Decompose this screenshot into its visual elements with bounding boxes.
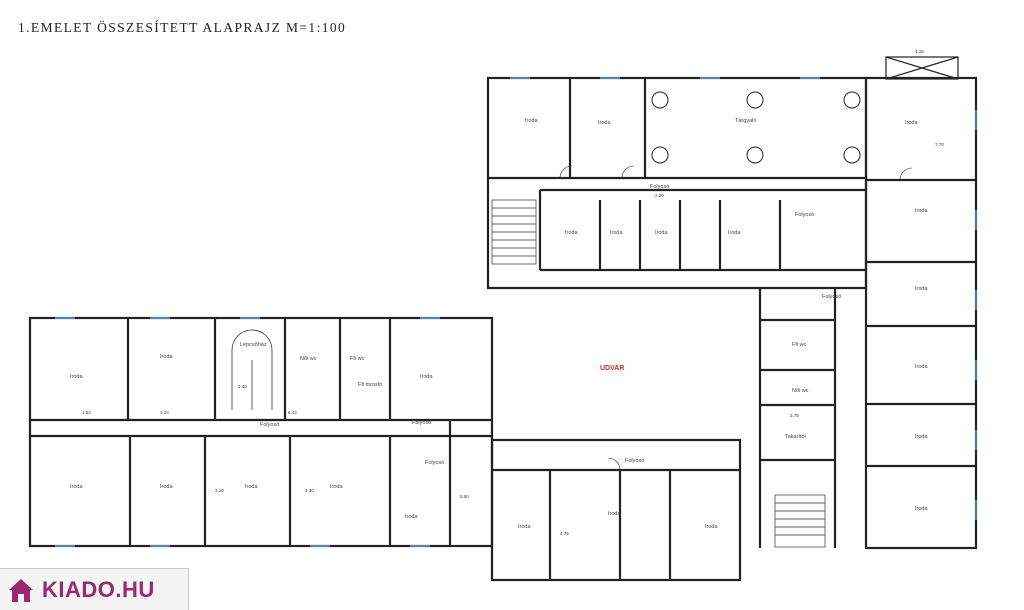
top-wing-outline [486, 76, 868, 290]
staircase-spiral [231, 329, 273, 410]
logo-text: KIADO.HU [42, 576, 155, 602]
windows [55, 77, 977, 547]
room-label: Tárgyaló [735, 118, 756, 124]
courtyard-label: UDVAR [600, 365, 624, 372]
entrance-bay [885, 56, 959, 80]
room-label: Folyosó [822, 294, 841, 300]
door-swings [559, 165, 913, 471]
room-label: Iroda [518, 524, 531, 530]
room-label: Iroda [915, 434, 928, 440]
dimension: 7.70 [935, 142, 944, 147]
room-label: Folyosó [260, 422, 279, 428]
dimension: 3.23 [160, 410, 169, 415]
room-label: Iroda [728, 230, 741, 236]
bottom-block-outline [490, 438, 742, 582]
room-label: Iroda [565, 230, 578, 236]
room-label: Folyosó [625, 458, 644, 464]
room-label: Folyosó [412, 420, 431, 426]
dimension: 6.43 [288, 410, 297, 415]
room-label: Takarítói [785, 434, 806, 440]
dimension: 2.20 [655, 193, 664, 198]
dimension: 3.75 [790, 413, 799, 418]
columns [651, 91, 861, 164]
room-label: Iroda [915, 208, 928, 214]
room-label: Iroda [915, 506, 928, 512]
room-label: Iroda [70, 374, 83, 380]
room-label: Iroda [608, 511, 621, 517]
room-label: Ffi wc [792, 342, 807, 348]
dimension: 4.75 [560, 531, 569, 536]
staircase-top [491, 199, 537, 265]
right-wing-outline [864, 76, 978, 550]
dimension: 3.10 [215, 488, 224, 493]
room-label: Iroda [705, 524, 718, 530]
room-label: Női wc [300, 356, 317, 362]
room-label: Iroda [610, 230, 623, 236]
room-label: Női wc [792, 388, 809, 394]
dimension: 5.50 [460, 494, 469, 499]
room-label: Iroda [160, 484, 173, 490]
room-label: Iroda [160, 354, 173, 360]
room-label: Folyosó [795, 212, 814, 218]
room-label: Iroda [330, 484, 343, 490]
room-label: Iroda [70, 484, 83, 490]
room-label: Folyosó [425, 460, 444, 466]
dimension: 1.54 [82, 410, 91, 415]
room-label: Iroda [405, 514, 418, 520]
room-label: Iroda [905, 120, 918, 126]
room-label: Iroda [915, 286, 928, 292]
plan-title: 1.EMELET ÖSSZESÍTETT ALAPRAJZ M=1:100 [18, 20, 347, 35]
room-label: Lépcsőház [240, 342, 267, 348]
room-label: Iroda [525, 118, 538, 124]
dimension: 1.40 [238, 384, 247, 389]
staircase-bottom [774, 494, 826, 548]
dimension: 3.30 [305, 488, 314, 493]
room-label: Iroda [655, 230, 668, 236]
dimension: 4.15 [915, 49, 924, 54]
left-wing-outline [28, 316, 494, 548]
room-label: Iroda [420, 374, 433, 380]
room-label: Iroda [598, 120, 611, 126]
kiado-logo[interactable]: KIADO.HU [0, 568, 189, 610]
room-label: Ffi wc [350, 356, 365, 362]
room-label: Iroda [245, 484, 258, 490]
room-label: Ffi mosdó [358, 382, 382, 388]
room-label: Folyosó [650, 184, 669, 190]
room-label: Iroda [915, 364, 928, 370]
house-icon [9, 578, 33, 602]
